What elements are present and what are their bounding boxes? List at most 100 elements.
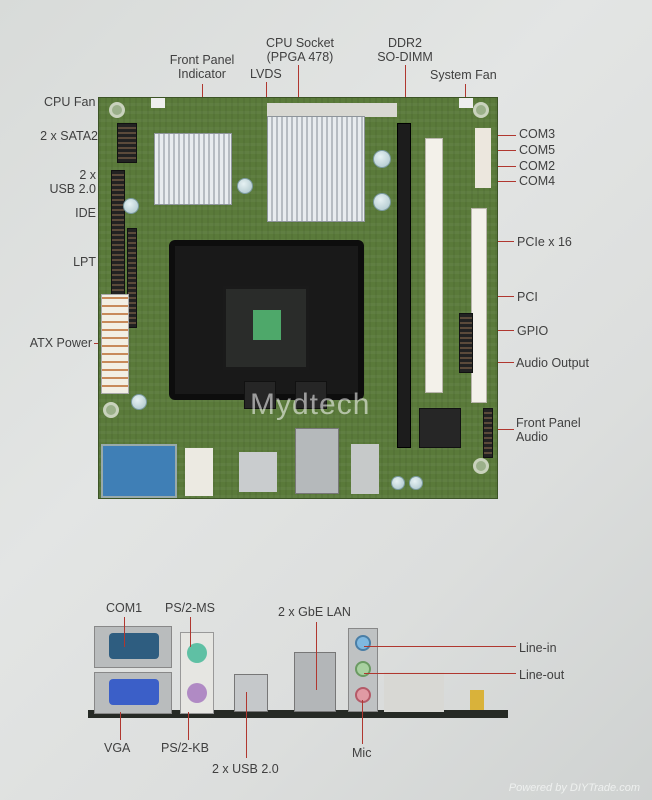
- label-ps2-ms: PS/2-MS: [165, 601, 216, 615]
- mount-hole: [103, 402, 119, 418]
- ps2-stack: [180, 632, 214, 714]
- callout-front-panel-audio: [488, 429, 514, 430]
- callout-ddr2: [405, 65, 406, 115]
- io-panel-image: [88, 622, 508, 718]
- label-audio-output: Audio Output: [516, 356, 589, 370]
- callout-audio-output: [494, 362, 514, 363]
- capacitor: [373, 150, 391, 168]
- ps2-mouse-port: [187, 643, 207, 663]
- callout-line-in: [364, 646, 516, 647]
- atx-power-connector: [101, 294, 129, 394]
- label-pcie: PCIe x 16: [517, 235, 572, 249]
- callout-com1: [124, 617, 125, 647]
- ps2-keyboard-port: [187, 683, 207, 703]
- capacitor: [237, 178, 253, 194]
- label-com2: COM2: [519, 159, 556, 173]
- label-line: Indicator: [178, 67, 226, 81]
- front-panel-audio-header: [483, 408, 493, 458]
- mount-hole: [109, 102, 125, 118]
- mic-jack: [355, 687, 371, 703]
- mount-hole: [473, 102, 489, 118]
- pci-slot: [471, 208, 487, 403]
- label-system-fan: System Fan: [430, 68, 497, 82]
- label-line: USB 2.0: [49, 182, 96, 196]
- lan-stack: [294, 652, 336, 712]
- label-line-out: Line-out: [519, 668, 565, 682]
- capacitor: [131, 394, 147, 410]
- callout-usb: [246, 692, 247, 758]
- label-front-panel-indicator: Front Panel Indicator: [165, 53, 239, 81]
- label-line: 2 x: [79, 168, 96, 182]
- label-ps2-kb: PS/2-KB: [161, 741, 209, 755]
- label-line: Front Panel: [516, 416, 581, 430]
- label-usb-header: 2 x USB 2.0: [30, 168, 96, 196]
- board-components: [384, 672, 444, 712]
- ic-chip: [244, 381, 276, 409]
- callout-ps2-kb: [188, 712, 189, 740]
- callout-mic: [362, 700, 363, 744]
- capacitor: [391, 476, 405, 490]
- ic-chip: [295, 381, 327, 409]
- label-vga: VGA: [104, 741, 131, 755]
- label-line: SO-DIMM: [377, 50, 433, 64]
- label-com1: COM1: [106, 601, 143, 615]
- label-atx-power: ATX Power: [29, 336, 92, 350]
- sata-connectors: [117, 123, 137, 163]
- lvds-connector: [267, 103, 397, 117]
- callout-com3: [490, 135, 516, 136]
- com1-port: [94, 626, 172, 668]
- com-headers: [475, 128, 491, 188]
- pcb-edge: [88, 710, 508, 718]
- label-line: Front Panel: [169, 53, 235, 67]
- lan-ports: [295, 428, 339, 494]
- audio-stack: [348, 628, 378, 712]
- label-line: Audio: [516, 430, 548, 444]
- so-dimm-slot: [397, 123, 411, 448]
- watermark: Mydtech: [250, 388, 371, 421]
- label-ddr2: DDR2 SO-DIMM: [372, 36, 438, 64]
- ps2-ports: [185, 448, 213, 496]
- yellow-header: [470, 690, 484, 710]
- callout-lvds: [266, 82, 267, 106]
- system-fan-header: [459, 98, 473, 108]
- callout-ps2-ms: [190, 617, 191, 647]
- label-usb: 2 x USB 2.0: [212, 762, 279, 776]
- line-in-jack: [355, 635, 371, 651]
- label-line: (PPGA 478): [266, 50, 334, 64]
- com-vga-stack: [101, 444, 177, 498]
- cpu-fan-header: [151, 98, 165, 108]
- pcie-slot: [425, 138, 443, 393]
- motherboard-image: [98, 97, 498, 499]
- label-gpio: GPIO: [517, 324, 549, 338]
- label-lvds: LVDS: [250, 67, 282, 81]
- label-pci: PCI: [517, 290, 538, 304]
- vga-port: [94, 672, 172, 714]
- label-line: DDR2: [387, 36, 423, 50]
- callout-front-panel-indicator: [202, 84, 203, 102]
- label-front-panel-audio: Front Panel Audio: [516, 416, 581, 444]
- mount-hole: [473, 458, 489, 474]
- label-cpu-socket: CPU Socket (PPGA 478): [262, 36, 338, 64]
- capacitor: [123, 198, 139, 214]
- label-gbe-lan: 2 x GbE LAN: [278, 605, 351, 619]
- callout-system-fan: [465, 84, 466, 102]
- northbridge-heatsink: [267, 116, 365, 222]
- label-com4: COM4: [519, 174, 556, 188]
- callout-vga: [120, 712, 121, 740]
- footer-credit: Powered by DIYTrade.com: [508, 782, 640, 794]
- usb-ports: [239, 452, 277, 492]
- usb-stack: [234, 674, 268, 712]
- socket-center: [253, 310, 281, 340]
- label-mic: Mic: [352, 746, 372, 760]
- callout-line-out: [364, 673, 516, 674]
- lpt-header: [127, 228, 137, 328]
- chipset-heatsink: [154, 133, 232, 205]
- label-line: CPU Socket: [265, 36, 335, 50]
- line-out-jack: [355, 661, 371, 677]
- capacitor: [373, 193, 391, 211]
- label-lpt: LPT: [73, 255, 96, 269]
- callout-com2: [490, 166, 516, 167]
- label-sata: 2 x SATA2: [40, 129, 98, 143]
- capacitor: [409, 476, 423, 490]
- gpio-header: [459, 313, 473, 373]
